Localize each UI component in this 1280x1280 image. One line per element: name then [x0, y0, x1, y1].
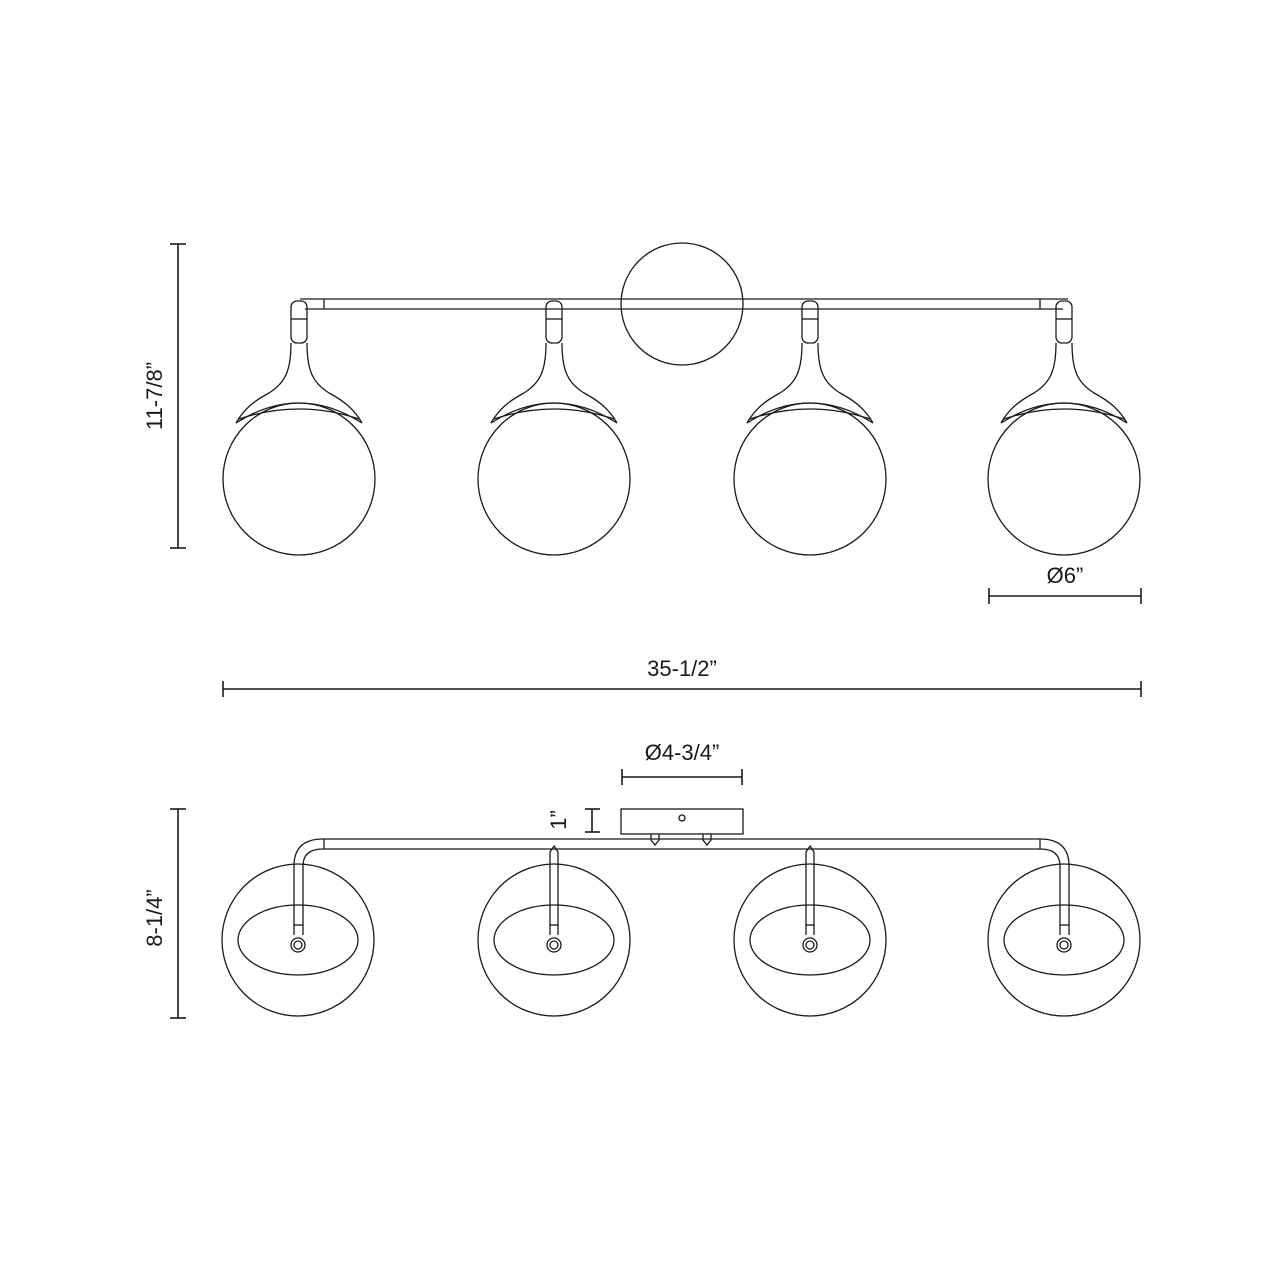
globe-diameter-dimension: Ø6” — [988, 563, 1142, 604]
top-globe-1 — [221, 863, 375, 1017]
width-dimension: 35-1/2” — [222, 656, 1142, 697]
top-globe-4 — [987, 863, 1141, 1017]
canopy-diameter-dimension: Ø4-3/4” — [621, 740, 743, 785]
top-globe-3 — [733, 863, 887, 1017]
height-label: 11-7/8” — [142, 362, 167, 430]
depth-label: 8-1/4” — [142, 889, 167, 946]
depth-dimension: 8-1/4” — [142, 808, 186, 1019]
globe-diameter-label: Ø6” — [1047, 563, 1084, 588]
width-label: 35-1/2” — [647, 656, 717, 681]
top-globe-2 — [477, 863, 631, 1017]
pendant-1 — [222, 300, 376, 556]
canopy-diameter-label: Ø4-3/4” — [645, 740, 720, 765]
height-dimension: 11-7/8” — [142, 243, 186, 549]
canopy-front — [620, 242, 744, 366]
pendant-4 — [987, 300, 1141, 556]
canopy-depth-dimension: 1” — [546, 808, 600, 833]
pendant-2 — [477, 300, 631, 556]
canopy-depth-label: 1” — [546, 810, 571, 830]
top-view — [221, 808, 1141, 1017]
front-view — [222, 242, 1141, 556]
canopy-top — [620, 808, 744, 835]
pendant-3 — [733, 300, 887, 556]
